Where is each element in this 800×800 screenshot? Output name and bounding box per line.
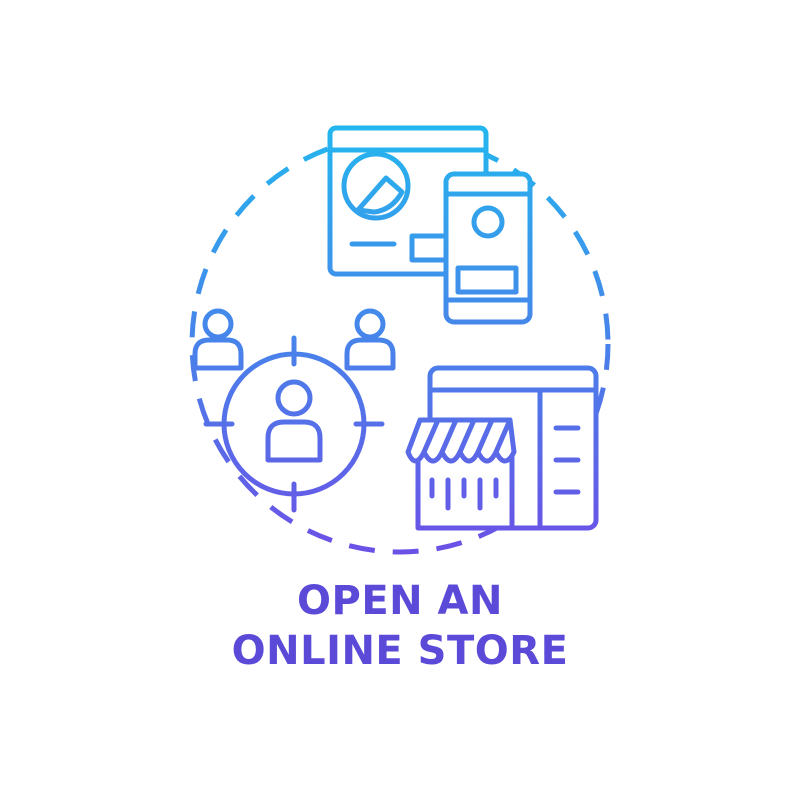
awning-icon <box>405 417 517 464</box>
target-crosshair-icon <box>203 335 385 513</box>
caption-line-1: OPEN AN <box>297 578 503 624</box>
customer-icon <box>344 308 396 371</box>
customer-icon <box>192 308 244 371</box>
profile-avatar-icon <box>471 205 505 239</box>
caption-line-2: ONLINE STORE <box>231 628 569 674</box>
pie-chart-icon <box>341 151 411 221</box>
storefront-icon <box>405 365 599 531</box>
customer-icon <box>265 379 323 463</box>
smartphone-icon <box>443 171 533 325</box>
